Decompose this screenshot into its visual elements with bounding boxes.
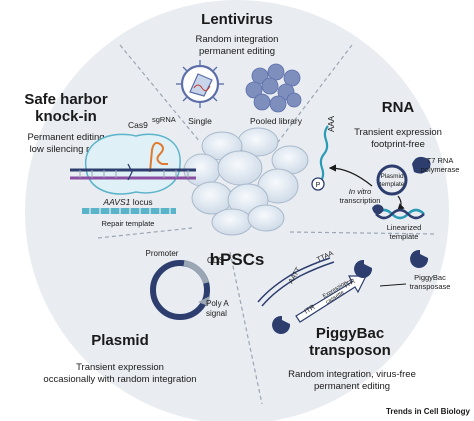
transposase-label-2: transposase xyxy=(410,282,451,291)
center-label: hPSCs xyxy=(210,250,265,269)
repair-template-icon xyxy=(82,208,176,214)
linearized-template-icon xyxy=(372,204,425,220)
polya-label-1: Poly A xyxy=(206,299,229,308)
cds-segment xyxy=(183,260,209,284)
plasmid-desc-1: Transient expression xyxy=(76,362,164,373)
lentivirus-section: Lentivirus Random integration permanent … xyxy=(176,11,303,126)
rna-desc-2: footprint-free xyxy=(371,139,425,150)
mrna-icon xyxy=(319,125,329,183)
locus-label: AAVS1 locus xyxy=(102,197,152,207)
plasmid-section: Promoter CDS Poly A signal Plasmid Trans… xyxy=(43,249,229,385)
safe-harbor-title-2: knock-in xyxy=(35,108,97,125)
sgrna-icon xyxy=(149,141,168,173)
linearized-label-1: Linearized xyxy=(387,223,422,232)
single-label: Single xyxy=(188,116,212,126)
safe-harbor-section: Safe harbor knock-in Permanent editing l… xyxy=(24,91,196,228)
cap-label: P xyxy=(316,182,321,189)
safe-harbor-desc-1: Permanent editing xyxy=(27,132,104,143)
lentivirus-desc-1: Random integration xyxy=(196,34,279,45)
transcription-arrow xyxy=(328,164,373,187)
hpsc-cluster xyxy=(183,127,309,236)
itr-label-left: ITR xyxy=(303,304,316,316)
plasmid-ring-icon xyxy=(150,260,210,320)
section-dividers xyxy=(97,44,437,405)
safe-harbor-desc-2: low silencing rate xyxy=(30,144,103,155)
cap-icon xyxy=(311,177,325,191)
sgrna-label: sgRNA xyxy=(152,115,176,124)
transcription-label-2: transcription xyxy=(340,196,381,205)
single-virus-icon xyxy=(176,60,224,108)
transposase-icon-left xyxy=(272,315,291,334)
plasmid-template-icon xyxy=(376,164,408,196)
genomic-dna-icon xyxy=(70,163,196,181)
pooled-library-label: Pooled library xyxy=(250,116,303,126)
transcription-label-1: In vitro xyxy=(349,187,372,196)
safe-harbor-title-1: Safe harbor xyxy=(24,91,108,108)
lentivirus-title: Lentivirus xyxy=(201,11,273,28)
transposase-label-1: PiggyBac xyxy=(414,273,446,282)
polya-tail-label: AAA xyxy=(327,115,336,132)
piggybac-desc-2: permanent editing xyxy=(314,381,390,392)
promoter-label: Promoter xyxy=(146,249,179,258)
polymerase-label-2: polymerase xyxy=(421,165,460,174)
linearized-label-2: template xyxy=(390,232,419,241)
cds-label: CDS xyxy=(207,256,224,265)
transposase-icon-right xyxy=(354,259,373,278)
target-dna-icon xyxy=(257,257,331,303)
piggybac-title-2: transposon xyxy=(309,342,391,359)
transposon-cassette-icon xyxy=(295,275,367,323)
polya-label-2: signal xyxy=(206,309,227,318)
pooled-library-icon xyxy=(245,63,302,113)
repair-template-label: Repair template xyxy=(102,219,155,228)
piggybac-desc-1: Random integration, virus-free xyxy=(288,369,416,380)
t7-polymerase-icon xyxy=(412,156,431,174)
rna-title: RNA xyxy=(382,99,415,116)
plasmid-title: Plasmid xyxy=(91,332,149,349)
itr-label-right: ITR xyxy=(343,278,356,290)
piggybac-title-1: PiggyBac xyxy=(316,325,384,342)
polya-arrowhead xyxy=(198,296,210,306)
plasmid-desc-2: occasionally with random integration xyxy=(43,374,196,385)
lentivirus-desc-2: permanent editing xyxy=(199,46,275,57)
rna-desc-1: Transient expression xyxy=(354,127,442,138)
transposase-icon-free xyxy=(410,249,429,268)
journal-credit: Trends in Cell Biology xyxy=(386,407,471,416)
plasmid-template-label-2: template xyxy=(380,181,405,188)
rna-section: RNA Transient expression footprint-free … xyxy=(311,99,460,241)
polymerase-label-1: T7 RNA xyxy=(427,156,454,165)
cas9-label: Cas9 xyxy=(128,120,148,130)
transposase-pointer xyxy=(379,283,407,287)
plasmid-template-label-1: Plasmid xyxy=(380,173,404,180)
